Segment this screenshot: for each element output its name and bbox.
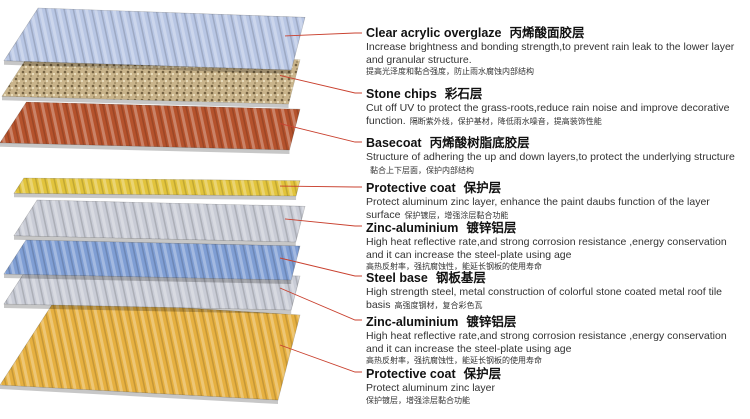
layer-description-cn: 提高光泽度和黏合强度，防止雨水腐蚀内部结构	[366, 67, 534, 76]
layer-description: Protect aluminum zinc layer, enhance the…	[366, 196, 710, 221]
zinc-aluminium-panel-icon	[3, 269, 301, 314]
layer-title: Steel base	[366, 271, 428, 285]
layer-description: Protect aluminum zinc layer	[366, 382, 495, 394]
leader-line	[279, 74, 362, 94]
layer-title-cn: 镀锌铝层	[466, 314, 517, 329]
layer-title: Zinc-aluminium	[366, 221, 459, 235]
layer-title-cn: 钢板基层	[435, 270, 486, 285]
layer-description: Increase brightness and bonding strength…	[366, 41, 735, 66]
layer-description-cn: 黏合上下层面，保护内部结构	[370, 165, 474, 175]
layer-label-stone-chips: Stone chips 彩石层 Cut off UV to protect the…	[366, 86, 746, 127]
leader-line	[284, 32, 362, 37]
transparent-glaze-panel-icon	[3, 7, 306, 74]
layer-label-steel-base: Steel base 钢板基层 High strength steel, meta…	[366, 270, 746, 311]
layer-description: High heat reflective rate,and strong cor…	[366, 330, 727, 355]
layer-title-cn: 保护层	[463, 180, 502, 195]
zinc-aluminium-panel-icon	[13, 199, 306, 246]
layer-label-protective-coat-top: Protective coat 保护层 Protect aluminum zinc…	[366, 180, 746, 221]
leader-line	[279, 287, 362, 321]
leader-line	[279, 344, 362, 373]
layer-description: Structure of adhering the up and down la…	[366, 151, 735, 163]
layer-title: Protective coat	[366, 181, 456, 195]
layer-label-basecoat: Basecoat 丙烯酸树脂底胶层 Structure of adhering t…	[366, 135, 746, 176]
layer-label-zinc-aluminium-lower: Zinc-aluminium 镀锌铝层 High heat reflective …	[366, 314, 746, 366]
layer-description: High heat reflective rate,and strong cor…	[366, 236, 727, 261]
layer-description-cn: 保护镀层，增强涂层黏合功能	[366, 395, 470, 405]
layer-title-cn: 丙烯酸面胶层	[509, 25, 585, 40]
layer-title-cn: 保护层	[463, 366, 502, 381]
layer-label-protective-coat-bottom: Protective coat 保护层 Protect aluminum zinc…	[366, 366, 746, 406]
protective-coat-panel-icon	[0, 299, 301, 404]
layer-description-cn: 保护镀层，增强涂层黏合功能	[404, 210, 509, 220]
layer-title: Protective coat	[366, 367, 456, 381]
layer-label-clear-acrylic-overglaze: Clear acrylic overglaze 丙烯酸面胶层 Increase b…	[366, 25, 746, 77]
layer-title-cn: 丙烯酸树脂底胶层	[429, 135, 530, 150]
steel-base-panel-icon	[3, 239, 301, 284]
layer-description-cn: 高强度钢材，复合彩色瓦	[394, 300, 483, 310]
layer-description-cn: 高热反射率，强抗腐蚀性，能延长钢板的使用寿命	[366, 262, 542, 271]
layer-description: High strength steel, metal construction …	[366, 286, 723, 311]
protective-coat-panel-icon	[13, 177, 301, 200]
layer-title: Basecoat	[366, 136, 422, 150]
layer-title-cn: 彩石层	[444, 86, 483, 101]
layer-title-cn: 镀锌铝层	[466, 220, 517, 235]
leader-line	[284, 218, 362, 227]
layer-description-cn: 高热反射率，强抗腐蚀性，能延长钢板的使用寿命	[366, 356, 542, 365]
layer-title: Stone chips	[366, 87, 437, 101]
layer-description-cn: 隔断紫外线，保护基材，降低雨水噪音，提高装饰性能	[409, 116, 602, 126]
layer-title: Zinc-aluminium	[366, 315, 459, 329]
leader-line	[279, 185, 362, 188]
basecoat-panel-icon	[0, 101, 301, 154]
layer-label-zinc-aluminium-upper: Zinc-aluminium 镀锌铝层 High heat reflective …	[366, 220, 746, 272]
layer-description: Cut off UV to protect the grass-roots,re…	[366, 102, 730, 127]
leader-line	[279, 123, 362, 143]
layer-title: Clear acrylic overglaze	[366, 26, 502, 40]
leader-line	[279, 257, 362, 277]
